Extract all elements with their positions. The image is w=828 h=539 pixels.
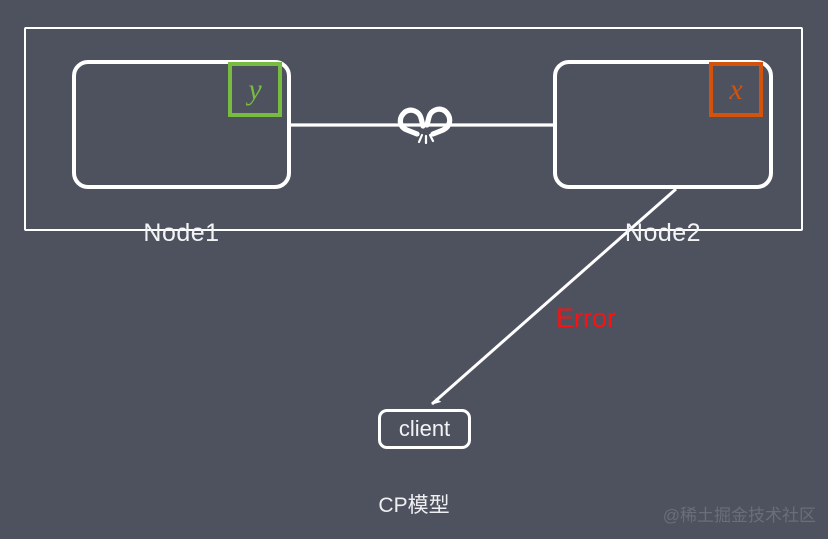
variable-x-text: x bbox=[729, 72, 743, 106]
node2-label: Node2 bbox=[624, 219, 702, 247]
client-box[interactable]: client bbox=[378, 409, 471, 449]
diagram-caption: CP模型 bbox=[378, 494, 450, 517]
variable-y-text: y bbox=[248, 72, 262, 106]
node2-client-error-arrow bbox=[430, 187, 677, 406]
error-label: Error bbox=[556, 303, 616, 333]
client-label: client bbox=[398, 416, 451, 441]
node-cluster-region bbox=[24, 27, 803, 231]
node1-label: Node1 bbox=[143, 219, 220, 247]
node-box-node2[interactable]: Node2 bbox=[553, 60, 773, 247]
watermark: @稀土掘金技术社区 bbox=[662, 506, 816, 525]
variable-badge-x: x bbox=[709, 62, 763, 117]
node-box-node1[interactable]: Node1 bbox=[72, 60, 291, 247]
broken-link-icon bbox=[397, 106, 453, 145]
variable-badge-y: y bbox=[228, 62, 282, 117]
